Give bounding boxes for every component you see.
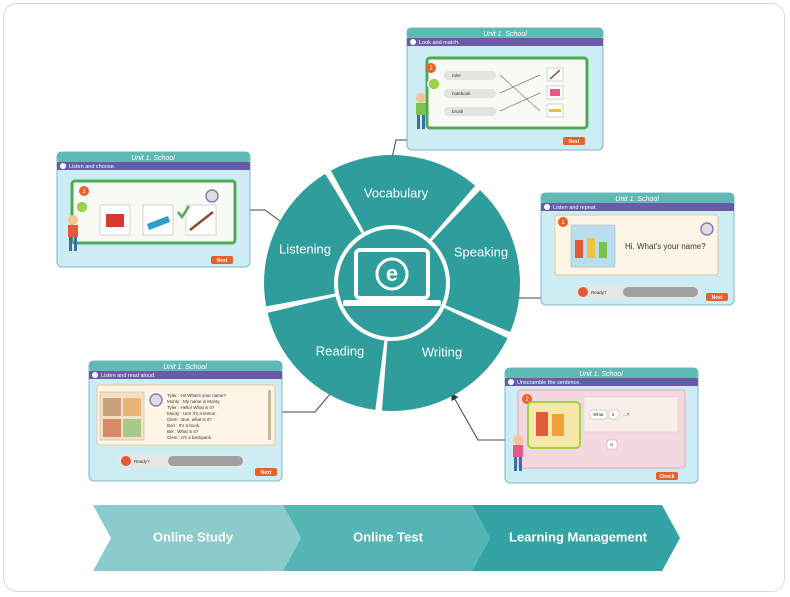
vocab-next-button[interactable] bbox=[563, 137, 585, 145]
vocab-next-label: Next bbox=[569, 139, 580, 145]
writing-tile-is-label: is bbox=[610, 442, 614, 447]
wheel-segment-vocabulary bbox=[330, 155, 476, 239]
chevron-label-online-study: Online Study bbox=[153, 529, 234, 544]
writing-tile-it[interactable] bbox=[608, 409, 620, 420]
reading-progress-track bbox=[168, 456, 243, 466]
writing-check-button[interactable] bbox=[656, 472, 678, 480]
skills-wheel bbox=[264, 155, 520, 411]
speaking-record-icon[interactable] bbox=[578, 287, 588, 297]
segment-label-vocabulary: Vocabulary bbox=[364, 185, 429, 200]
reading-line: Tyler : Hello! What is it? bbox=[167, 405, 215, 410]
vocab-number-badge bbox=[426, 63, 436, 73]
vocab-unit-title: Unit 1. School bbox=[483, 31, 527, 38]
speaking-speaker-icon[interactable] bbox=[700, 222, 714, 236]
reading-record-icon[interactable] bbox=[121, 456, 131, 466]
listening-audio-icon[interactable] bbox=[75, 200, 89, 214]
writing-tile-what-label: What bbox=[593, 412, 604, 417]
vocab-word-notebook[interactable]: notebook bbox=[452, 91, 471, 96]
segment-label-reading: Reading bbox=[316, 343, 364, 358]
screen-listening: Unit 1. School Listen and choose. 1 Next bbox=[56, 151, 251, 268]
chevron-label-online-test: Online Test bbox=[353, 529, 423, 544]
listening-next-button[interactable] bbox=[211, 256, 233, 264]
reading-speaker-icon[interactable] bbox=[149, 393, 163, 407]
writing-unit-title: Unit 1. School bbox=[579, 371, 623, 378]
vocab-word-brush[interactable]: brush bbox=[452, 109, 464, 114]
laptop-e-glyph: e bbox=[386, 261, 398, 286]
reading-line: Clem : It's a backpack. bbox=[167, 435, 212, 440]
screen-speaking: Unit 1. School Listen and repeat. 1 Hi. … bbox=[540, 192, 735, 306]
screen-reading: Unit 1. School Listen and read aloud. Ty… bbox=[88, 360, 283, 482]
writing-number-badge bbox=[522, 394, 532, 404]
speaking-next-label: Next bbox=[712, 295, 723, 301]
reading-line: Clem : Bon, what is it? bbox=[167, 417, 212, 422]
writing-instruction: Unscramble the sentence. bbox=[517, 380, 581, 386]
segment-label-writing: Writing bbox=[422, 344, 462, 359]
chevron-online-study bbox=[93, 505, 301, 571]
segment-label-speaking: Speaking bbox=[454, 244, 508, 259]
speaking-ready: Ready? bbox=[591, 290, 607, 295]
reading-unit-title: Unit 1. School bbox=[163, 364, 207, 371]
listening-check-icon bbox=[177, 205, 191, 220]
listening-option-book[interactable] bbox=[99, 204, 131, 236]
reading-next-button[interactable] bbox=[255, 468, 277, 476]
wheel-segment-writing bbox=[381, 307, 508, 411]
reading-lines: Tyler : Hi! What's your name? Monty : My… bbox=[167, 393, 226, 440]
vocab-instruction: Look and match. bbox=[419, 40, 460, 46]
reading-ready: Ready? bbox=[134, 459, 150, 464]
connector-writing bbox=[451, 393, 510, 441]
reading-line: Tyler : Hi! What's your name? bbox=[167, 393, 226, 398]
wheel-center bbox=[338, 229, 446, 337]
wheel-segment-reading bbox=[267, 296, 385, 410]
listening-instruction: Listen and choose. bbox=[69, 164, 116, 170]
speaking-sentence: Hi. What's your name? bbox=[625, 242, 706, 251]
reading-line: Bon : It's a book. bbox=[167, 423, 200, 428]
listening-speaker-icon[interactable] bbox=[205, 189, 219, 203]
laptop-e-icon: e bbox=[343, 248, 441, 306]
reading-instruction: Listen and read aloud. bbox=[101, 373, 156, 379]
listening-unit-title: Unit 1. School bbox=[131, 155, 175, 162]
speaking-instruction: Listen and repeat. bbox=[553, 205, 598, 211]
vocab-audio-icon[interactable] bbox=[427, 77, 441, 91]
listening-number: 1 bbox=[82, 189, 86, 195]
vocab-word-ruler[interactable]: ruler bbox=[452, 73, 462, 78]
writing-tile-what[interactable] bbox=[589, 409, 608, 420]
reading-scrollbar[interactable] bbox=[268, 390, 271, 440]
wheel-segment-speaking bbox=[431, 190, 520, 332]
speaking-unit-title: Unit 1. School bbox=[615, 196, 659, 203]
writing-tile-is[interactable] bbox=[606, 439, 618, 450]
segment-label-listening: Listening bbox=[279, 241, 331, 256]
chevron-online-test bbox=[283, 505, 490, 571]
writing-tile-it-label: it bbox=[612, 412, 615, 417]
speaking-progress-track bbox=[623, 287, 698, 297]
reading-line: Bel : What is it? bbox=[167, 429, 199, 434]
writing-check-label: Check bbox=[659, 474, 674, 480]
chevron-learning-management bbox=[472, 505, 680, 571]
screen-vocabulary: Unit 1. School Look and match. 2 ruler n… bbox=[406, 27, 604, 151]
writing-tile-end: ...? bbox=[623, 412, 630, 417]
speaking-number-badge bbox=[558, 217, 568, 227]
screen-writing: Unit 1. School Unscramble the sentence. … bbox=[504, 367, 699, 484]
flow-chevrons: Online Study Online Test Learning Manage… bbox=[93, 505, 680, 571]
vocab-number: 2 bbox=[429, 66, 433, 72]
reading-line: Monty : Um! It's a lemon. bbox=[167, 411, 217, 416]
listening-number-badge bbox=[79, 186, 89, 196]
speaking-number: 1 bbox=[561, 220, 565, 226]
reading-next-label: Next bbox=[261, 470, 272, 476]
chevron-label-learning-management: Learning Management bbox=[509, 529, 648, 544]
speaking-next-button[interactable] bbox=[706, 293, 728, 301]
reading-line: Monty : My name is Monty. bbox=[167, 399, 220, 404]
writing-number: 2 bbox=[525, 397, 529, 403]
wheel-segment-listening bbox=[264, 173, 362, 307]
listening-next-label: Next bbox=[217, 258, 228, 264]
